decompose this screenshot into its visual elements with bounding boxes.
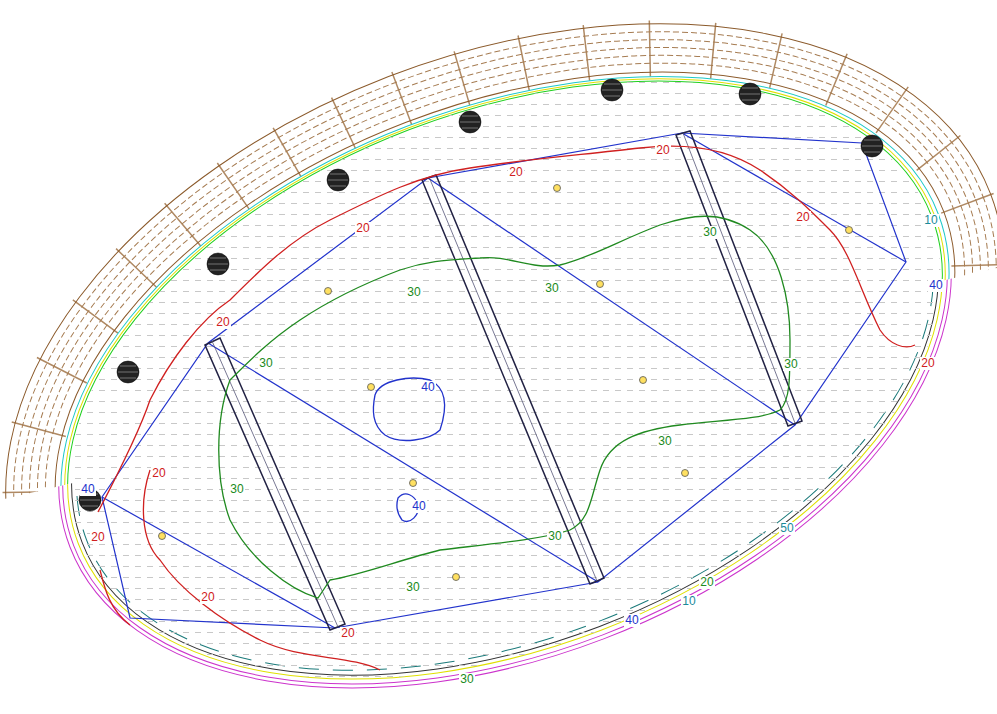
contour-value: 30 [258,357,273,370]
contour-value: 30 [547,530,562,543]
contour-value: 40 [80,483,95,496]
contour-value: 20 [151,467,166,480]
contour-value: 20 [215,316,230,329]
contour-value: 20 [920,357,935,370]
contour-value: 20 [200,591,215,604]
contour-value: 10 [923,214,938,227]
contour-value: 30 [657,435,672,448]
contour-value: 30 [229,483,244,496]
contour-value: 30 [702,226,717,239]
contour-value: 40 [624,614,639,627]
contour-value: 20 [355,222,370,235]
contour-value: 20 [795,211,810,224]
contour-value: 20 [699,576,714,589]
contour-value: 40 [420,381,435,394]
contour-value: 30 [405,581,420,594]
contour-value: 30 [544,282,559,295]
contour-value: 20 [90,531,105,544]
contour-value: 20 [508,166,523,179]
contour-value: 40 [928,279,943,292]
contour-value: 10 [681,595,696,608]
contour-value: 50 [779,522,794,535]
contour-value: 20 [655,144,670,157]
contour-value: 30 [406,286,421,299]
contour-value: 30 [783,358,798,371]
contour-value: 30 [459,673,474,686]
contour-value: 40 [411,500,426,513]
contour-value: 20 [340,627,355,640]
